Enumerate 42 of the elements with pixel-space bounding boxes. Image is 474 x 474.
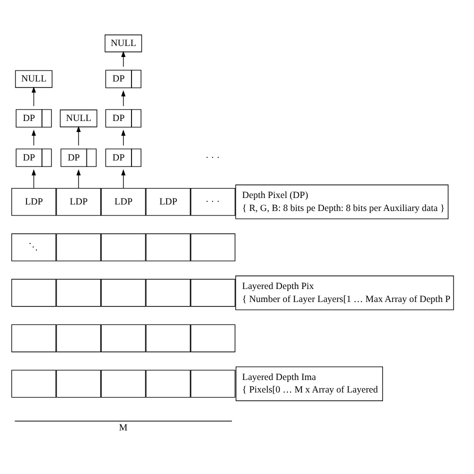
node-box [56, 324, 100, 352]
node-box [100, 232, 146, 261]
node-box: NULL [59, 109, 97, 127]
node-box: ⋱ [10, 232, 56, 261]
node-box [190, 232, 235, 261]
node-box: NULL [14, 70, 52, 88]
node-box: LDP [56, 187, 100, 216]
node-box: LDP [145, 187, 190, 216]
node-box [145, 369, 190, 398]
node-box [190, 278, 235, 306]
arrow [31, 86, 36, 106]
label: M [118, 423, 127, 434]
arrow [31, 168, 36, 188]
node-box: · · · [190, 187, 235, 216]
node-box [56, 369, 100, 398]
node-box [100, 278, 146, 306]
arrow [76, 125, 80, 146]
arrow [76, 168, 80, 188]
node-box: NULL [104, 34, 142, 52]
node-box [190, 324, 235, 352]
node-box [10, 369, 56, 398]
arrow [120, 168, 125, 188]
node-box [10, 324, 56, 352]
node-box: LDP [10, 187, 56, 216]
node-box [10, 278, 56, 306]
node-box [145, 232, 190, 261]
arrow [120, 129, 125, 146]
node-box: Depth Pixel (DP) { R, G, B: 8 bits pe Depth: 8 bits per Auxiliary data } [234, 184, 448, 219]
arrow [31, 129, 36, 146]
node-box [56, 232, 100, 261]
node-box [100, 324, 146, 352]
node-box [56, 278, 100, 306]
node-box: Layered Depth Ima { Pixels[0 … M x Array of Layered [235, 366, 382, 401]
node-box [145, 324, 190, 352]
node-box [145, 278, 190, 306]
label: · · · [204, 152, 220, 163]
node-box: LDP [100, 187, 146, 216]
node-box: Layered Depth Pix { Number of Layer Layers[1 … Max Array of Depth P [234, 275, 454, 310]
node-box [100, 369, 146, 398]
arrow [120, 90, 125, 106]
node-box [190, 369, 235, 398]
arrow [120, 50, 125, 67]
